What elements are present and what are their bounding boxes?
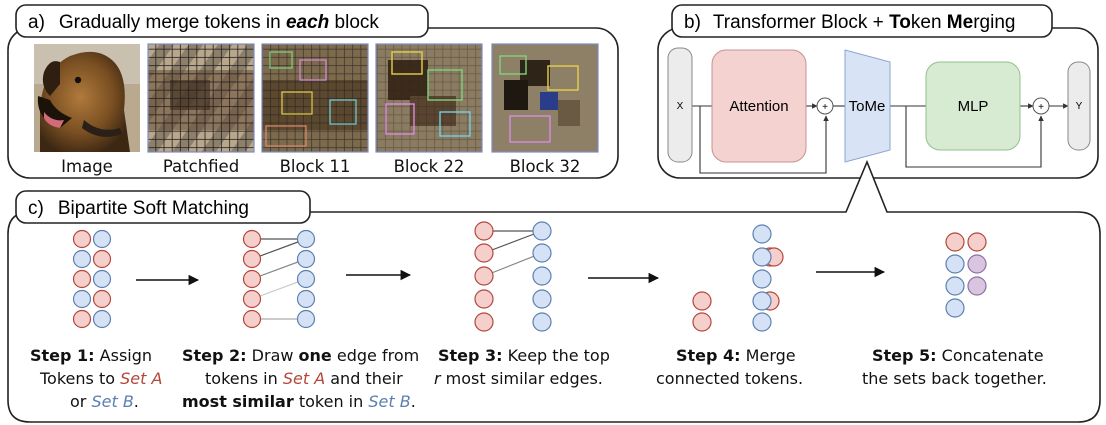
panel-a: a)Gradually merge tokens in each block [7,4,619,179]
mlp-label: MLP [958,98,989,115]
step2-tokens [242,229,316,329]
attention-label: Attention [729,98,788,115]
mlp-block [925,61,1021,151]
step3-text: Step 3: Keep the top r most similar edge… [434,346,615,388]
tome-block [844,49,891,163]
panel-c-title: c)Bipartite Soft Matching [28,198,249,219]
add-node-2-symbol: + [1038,102,1044,113]
caption-patchfied: Patchfied [163,157,239,176]
input-x-label: X [677,101,684,112]
panel-b-title: b)Transformer Block + Token Merging [684,12,1015,33]
attention-block [711,49,807,163]
input-x-block [667,47,693,163]
output-y-block [1067,61,1091,151]
dog-photo [34,44,140,153]
step5-tokens [945,232,987,318]
step2-text: Step 2: Draw one edge from tokens in Set… [182,346,424,411]
step5-text: Step 5: Concatenate the sets back togeth… [862,346,1049,388]
block-22-image [375,43,483,153]
panel-c-frame [7,159,1101,423]
panel-c: c)Bipartite Soft Matching [7,159,1101,423]
add-node-1-symbol: + [822,102,828,113]
panel-b-title-box [671,4,1053,38]
tome-label: ToMe [849,98,886,115]
caption-block-32: Block 32 [510,157,581,176]
step1-tokens [72,229,112,329]
output-y-label: Y [1076,101,1083,112]
panel-b: b)Transformer Block + Token Merging X At… [657,4,1099,179]
patchfied-image [147,43,255,153]
block-11-image [261,43,369,153]
caption-image: Image [61,157,113,176]
panel-a-title: a)Gradually merge tokens in each block [28,12,379,33]
caption-block-22: Block 22 [394,157,465,176]
block-32-image [491,43,599,153]
step4-tokens [692,224,784,332]
caption-block-11: Block 11 [280,157,351,176]
step4-text: Step 4: Merge connected tokens. [656,346,803,388]
panel-a-title-box [15,4,429,38]
step3-tokens [474,221,552,332]
add-node-2 [1032,97,1050,115]
add-node-1 [816,97,834,115]
panel-c-title-box [15,190,311,224]
step1-text: Step 1: Assign Tokens to Set A or Set B. [30,346,168,411]
